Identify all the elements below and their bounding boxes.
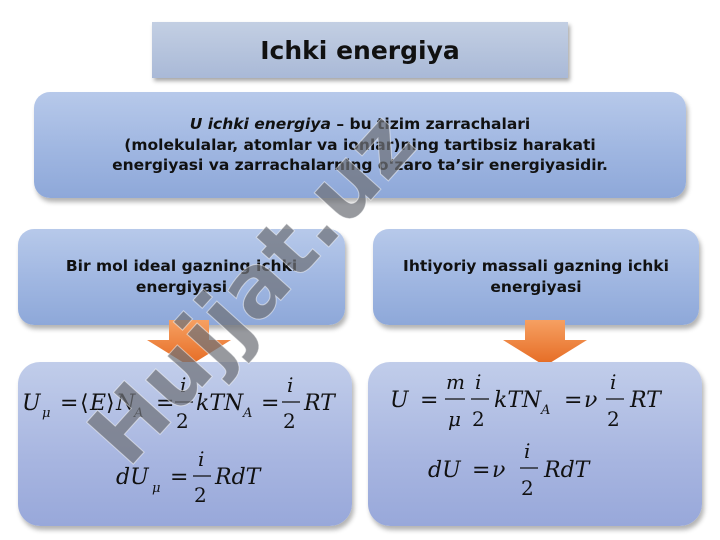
lf1-langle: ⟨ <box>80 391 89 416</box>
right-formula-graphic: U = m μ i 2 kTN A = ν i 2 RT dU = ν i 2 … <box>390 370 663 500</box>
page-title: Ichki energiya <box>260 35 460 65</box>
rf2-nu: ν <box>492 458 505 483</box>
rf2-i: i <box>524 439 530 463</box>
lf1-eq1: = <box>60 391 78 416</box>
lf1-E: E <box>89 391 106 416</box>
right-down-arrow-icon <box>503 320 587 366</box>
lf2-rest: RdT <box>214 465 263 490</box>
rf1-m: m <box>446 370 465 394</box>
rf1-i1: i <box>475 370 481 394</box>
lf2-eq: = <box>170 465 188 490</box>
definition-line-1: U ichki energiya – bu tizim zarrachalari <box>190 114 531 135</box>
lf1-lhs: U <box>22 391 42 416</box>
lf1-i2: i <box>287 373 293 397</box>
lf1-eq3: = <box>261 391 279 416</box>
rf1-RT: RT <box>629 388 663 413</box>
lf2-i: i <box>198 447 204 471</box>
lf2-sub-mu: μ <box>152 481 160 496</box>
rf2-eq: = <box>472 458 490 483</box>
rf1-i2: i <box>610 370 616 394</box>
lf1-sub-A: A <box>133 406 143 421</box>
rf2-rest: RdT <box>543 458 592 483</box>
lf1-i1: i <box>180 373 186 397</box>
lf1-two1: 2 <box>176 409 189 433</box>
rf2-two: 2 <box>521 476 534 500</box>
rf1-two1: 2 <box>472 407 485 431</box>
lf1-sub-mu: μ <box>42 406 50 421</box>
rf1-lhs: U <box>390 388 410 413</box>
lf1-kTN: kTN <box>196 391 244 416</box>
rf1-eq1: = <box>420 388 438 413</box>
definition-term: U ichki energiya <box>189 114 331 133</box>
right-label-panel: Ihtiyoriy massali gazning ichki energiya… <box>373 229 699 325</box>
left-label: Bir mol ideal gazning ichki energiyasi <box>65 257 298 296</box>
lf1-two2: 2 <box>283 409 296 433</box>
definition-panel: U ichki energiya – bu tizim zarrachalari… <box>34 92 686 198</box>
rf2-lhs: dU <box>428 458 462 483</box>
lf1-N: N <box>115 391 136 416</box>
left-down-arrow-icon <box>147 320 231 366</box>
definition-line-3: energiyasi va zarrachalarning o‘zaro ta’… <box>112 156 608 175</box>
right-formula-panel: U = m μ i 2 kTN A = ν i 2 RT dU = ν i 2 … <box>368 362 702 526</box>
left-formula-graphic: U μ = ⟨ E ⟩ N A = i 2 kTN A = i 2 RT dU … <box>22 373 337 507</box>
right-label: Ihtiyoriy massali gazning ichki energiya… <box>403 257 669 296</box>
lf1-sub-A2: A <box>242 406 252 421</box>
rf1-sub-A: A <box>540 403 550 418</box>
title-box: Ichki energiya <box>152 22 568 78</box>
rf1-mu: μ <box>448 407 461 431</box>
rf1-two2: 2 <box>607 407 620 431</box>
lf1-rangle: ⟩ <box>106 391 115 416</box>
left-formula-panel: U μ = ⟨ E ⟩ N A = i 2 kTN A = i 2 RT dU … <box>18 362 352 526</box>
lf2-two: 2 <box>194 483 207 507</box>
rf1-nu: ν <box>584 388 597 413</box>
definition-line-1-text: – bu tizim zarrachalari <box>330 114 531 133</box>
rf1-kTN: kTN <box>494 388 542 413</box>
lf2-lhs: dU <box>116 465 150 490</box>
lf1-eq2: = <box>156 391 174 416</box>
lf1-RT: RT <box>303 391 337 416</box>
left-label-panel: Bir mol ideal gazning ichki energiyasi <box>18 229 345 325</box>
rf1-eq2: = <box>564 388 582 413</box>
definition-line-2: (molekulalar, atomlar va ionlar)ning tar… <box>124 135 596 154</box>
